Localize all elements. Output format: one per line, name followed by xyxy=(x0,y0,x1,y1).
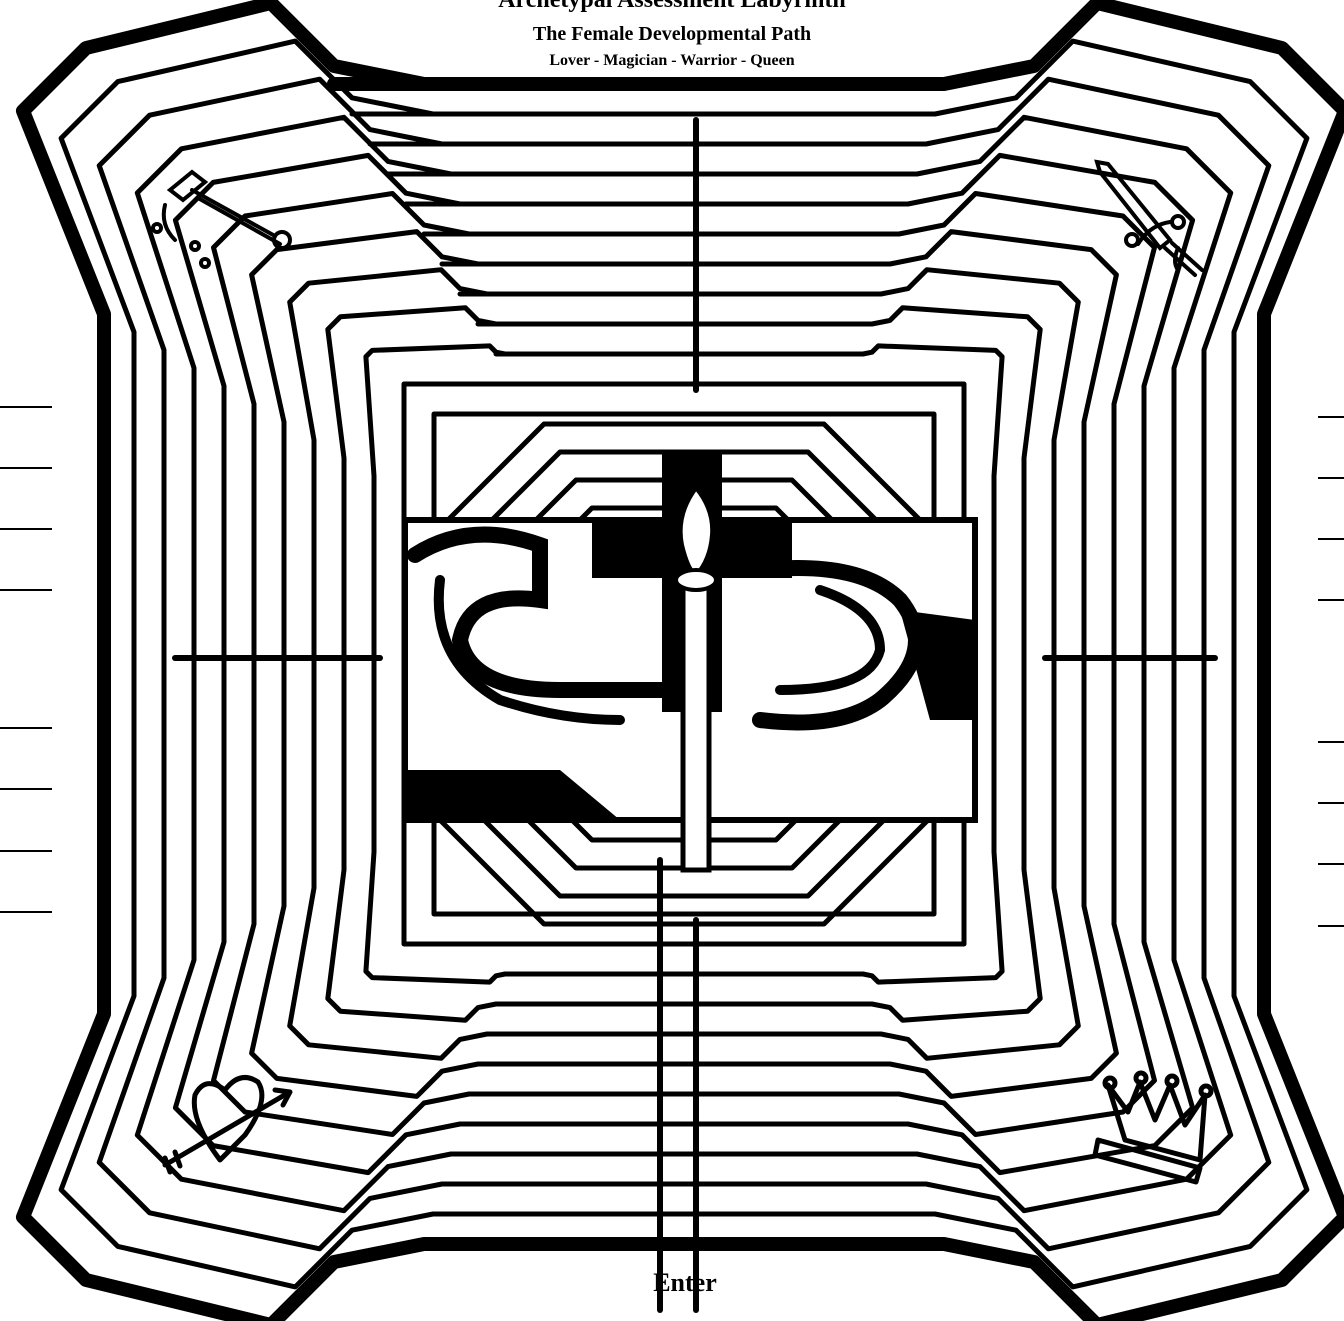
page-title: Archetypal Assessment Labyrinth xyxy=(0,0,1344,14)
tally-line xyxy=(1318,802,1344,804)
tally-line xyxy=(0,788,52,790)
tally-line xyxy=(0,911,52,913)
tally-line xyxy=(0,528,52,530)
tally-line xyxy=(0,589,52,591)
tally-line xyxy=(0,850,52,852)
tally-line xyxy=(0,727,52,729)
page-subtitle: The Female Developmental Path xyxy=(0,22,1344,46)
tally-line xyxy=(1318,863,1344,865)
crown-icon xyxy=(1095,1073,1211,1182)
tally-line xyxy=(0,406,52,408)
tally-line xyxy=(0,467,52,469)
tally-line xyxy=(1318,538,1344,540)
tally-line xyxy=(1318,741,1344,743)
tally-line xyxy=(1318,477,1344,479)
tally-line xyxy=(1318,925,1344,927)
entry-label: Enter xyxy=(0,1268,1344,1298)
tally-line xyxy=(1318,416,1344,418)
archetypes-line: Lover - Magician - Warrior - Queen xyxy=(0,51,1344,71)
tally-line xyxy=(1318,599,1344,601)
